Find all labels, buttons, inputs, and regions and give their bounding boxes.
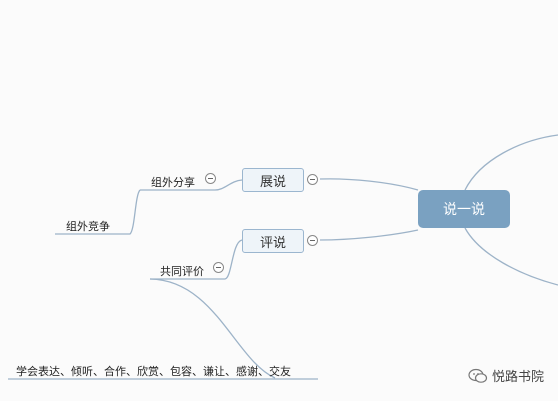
topic-xuehui-biaoda[interactable]: 学会表达、倾听、合作、欣赏、包容、谦让、感谢、交友: [16, 365, 291, 378]
topic-gongtong-pingjia[interactable]: 共同评价: [160, 265, 204, 278]
connector-central-right-up: [464, 134, 558, 191]
branch-node-pingshuo[interactable]: 评说: [242, 229, 304, 253]
connector-pingjia-xuehui: [149, 278, 276, 379]
connector-fenxiang-jingzheng: [55, 189, 141, 235]
collapse-toggle-icon[interactable]: [205, 173, 216, 184]
topic-zuwai-fenxiang[interactable]: 组外分享: [151, 176, 195, 189]
collapse-toggle-icon[interactable]: [213, 262, 224, 273]
central-topic[interactable]: 说一说: [418, 190, 510, 228]
collapse-toggle-icon[interactable]: [307, 235, 318, 246]
connector-central-pingshuo: [319, 229, 419, 241]
branch-node-zhanshuo[interactable]: 展说: [242, 168, 304, 192]
watermark: 悦路书院: [468, 366, 544, 385]
topic-zuwai-jingzheng[interactable]: 组外竞争: [66, 220, 110, 233]
branch-label-zhanshuo: 展说: [259, 174, 286, 190]
collapse-toggle-icon[interactable]: [307, 174, 318, 185]
branch-label-pingshuo: 评说: [259, 235, 286, 251]
connector-pingshuo-pingjia: [150, 239, 243, 280]
connector-central-right-down: [464, 227, 558, 286]
central-topic-label: 说一说: [443, 202, 485, 218]
watermark-text: 悦路书院: [491, 370, 544, 385]
wechat-icon: [468, 368, 488, 383]
connector-central-zhanshuo: [319, 178, 419, 191]
connector-zhanshuo-fenxiang: [140, 179, 243, 191]
